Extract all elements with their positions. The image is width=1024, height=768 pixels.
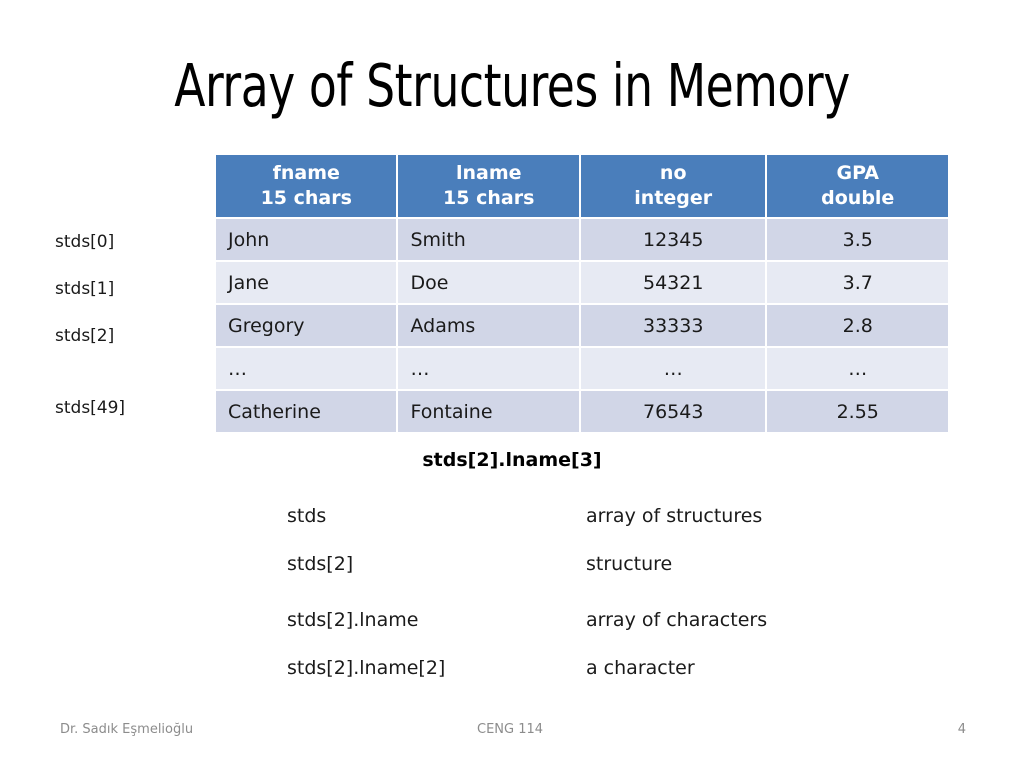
table-row-ellipsis: … … … … — [216, 348, 948, 389]
column-header-lname-type: 15 chars — [443, 187, 535, 209]
cell-gpa: 3.5 — [767, 219, 948, 260]
row-index-label-stds-0: stds[0] — [55, 232, 115, 252]
cell-fname: Jane — [216, 262, 397, 303]
table-row: John Smith 12345 3.5 — [216, 219, 948, 260]
column-header-gpa: GPA double — [767, 155, 948, 217]
expression-caption: stds[2].lname[3] — [422, 449, 602, 471]
footer-course: CENG 114 — [477, 722, 544, 737]
legend-description: array of structures — [586, 505, 763, 527]
cell-no: 76543 — [580, 391, 766, 432]
table-row: Gregory Adams 33333 2.8 — [216, 305, 948, 346]
table-row: Catherine Fontaine 76543 2.55 — [216, 391, 948, 432]
cell-gpa: … — [767, 348, 948, 389]
column-header-gpa-type: double — [821, 187, 895, 209]
column-header-fname-name: fname — [272, 162, 340, 184]
cell-no: 54321 — [580, 262, 766, 303]
cell-lname: Smith — [398, 219, 579, 260]
column-header-lname: lname 15 chars — [398, 155, 579, 217]
slide-footer: Dr. Sadık Eşmelioğlu CENG 114 4 — [0, 722, 1024, 744]
column-header-fname: fname 15 chars — [216, 155, 397, 217]
cell-fname: … — [216, 348, 397, 389]
cell-fname: Gregory — [216, 305, 397, 346]
column-header-no-name: no — [659, 162, 687, 184]
table-header-row: fname 15 chars lname 15 chars no integer… — [216, 155, 948, 217]
cell-no: … — [580, 348, 766, 389]
footer-page-number: 4 — [957, 722, 966, 737]
legend-description: structure — [586, 553, 673, 575]
cell-no: 12345 — [580, 219, 766, 260]
column-header-fname-type: 15 chars — [260, 187, 352, 209]
legend-item: stds[2].lname array of characters — [287, 609, 887, 657]
cell-lname: Fontaine — [398, 391, 579, 432]
cell-no: 33333 — [580, 305, 766, 346]
legend-description: array of characters — [586, 609, 768, 631]
legend-term: stds — [287, 505, 327, 527]
legend-term: stds[2].lname — [287, 609, 419, 631]
legend-item: stds[2] structure — [287, 553, 887, 609]
table-row: Jane Doe 54321 3.7 — [216, 262, 948, 303]
legend-term: stds[2] — [287, 553, 354, 575]
array-of-structures-table: fname 15 chars lname 15 chars no integer… — [214, 153, 950, 434]
cell-lname: Adams — [398, 305, 579, 346]
legend-item: stds array of structures — [287, 505, 887, 553]
cell-gpa: 2.8 — [767, 305, 948, 346]
cell-lname: Doe — [398, 262, 579, 303]
row-index-label-stds-49: stds[49] — [55, 398, 126, 418]
cell-fname: Catherine — [216, 391, 397, 432]
legend-item: stds[2].lname[2] a character — [287, 657, 887, 705]
column-header-no: no integer — [580, 155, 766, 217]
cell-lname: … — [398, 348, 579, 389]
column-header-gpa-name: GPA — [836, 162, 879, 184]
legend-description: a character — [586, 657, 695, 679]
legend-term: stds[2].lname[2] — [287, 657, 446, 679]
expression-legend: stds array of structures stds[2] structu… — [287, 505, 887, 705]
row-index-label-stds-1: stds[1] — [55, 279, 115, 299]
footer-author: Dr. Sadık Eşmelioğlu — [60, 722, 194, 737]
cell-gpa: 3.7 — [767, 262, 948, 303]
row-index-label-stds-2: stds[2] — [55, 326, 115, 346]
column-header-no-type: integer — [634, 187, 713, 209]
column-header-lname-name: lname — [455, 162, 522, 184]
cell-fname: John — [216, 219, 397, 260]
cell-gpa: 2.55 — [767, 391, 948, 432]
page-title: Array of Structures in Memory — [174, 51, 850, 120]
